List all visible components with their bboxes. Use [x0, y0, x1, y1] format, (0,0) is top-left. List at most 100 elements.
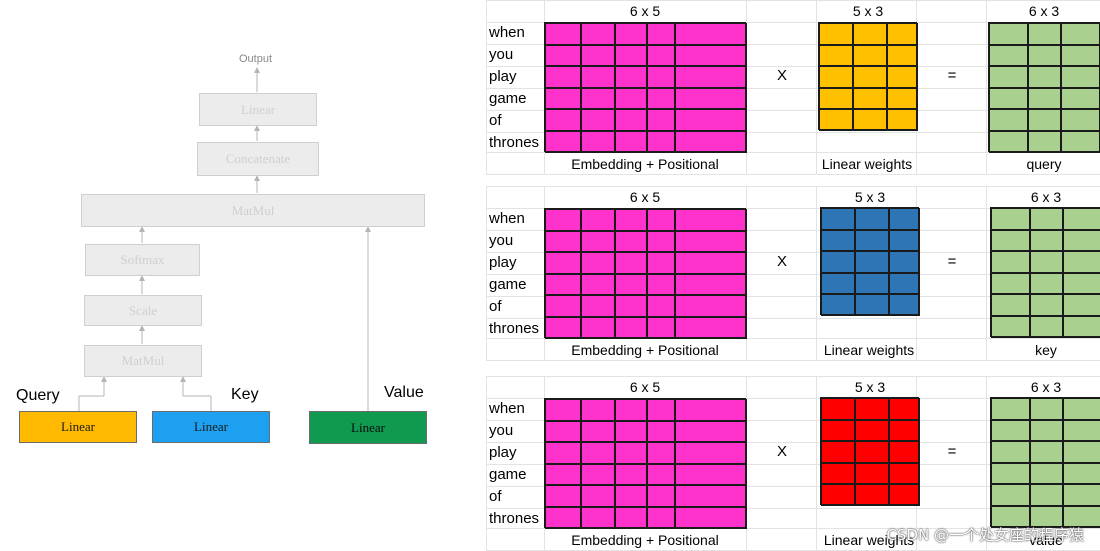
token-word: play [489, 254, 517, 271]
grid-line [486, 152, 1100, 153]
grid-line [486, 360, 1100, 361]
matrix-cell [581, 317, 615, 339]
matrix-cell [581, 131, 615, 153]
matrix-cell [581, 230, 615, 253]
attention-diagram: Output Linear Concatenate MatMul Softmax… [0, 0, 460, 551]
matrix-cell [1063, 419, 1100, 442]
matrix-cell [989, 131, 1028, 153]
matrix-cell [545, 485, 581, 507]
matrix-cell [1061, 66, 1100, 88]
output-label: Output [239, 53, 273, 65]
matrix-cell [545, 109, 581, 131]
matrix-cell [855, 419, 889, 442]
equals-sign: = [947, 443, 957, 460]
grid-line [816, 186, 817, 360]
matrix-cell [1028, 131, 1061, 153]
matrix-cell [819, 66, 853, 88]
matrix-cell [1030, 294, 1063, 316]
weight-caption: Linear weights [823, 532, 915, 548]
matrix-cell [615, 131, 647, 153]
matrix-cell [991, 506, 1030, 528]
matrix-cell [545, 209, 581, 231]
matrix-cell [581, 23, 615, 45]
scale-block: Scale [84, 295, 202, 326]
matrix-cell [821, 294, 855, 316]
matrix-cell [615, 252, 647, 274]
token-word: when [489, 210, 525, 227]
grid-line [486, 252, 1100, 253]
matrix-cell [545, 66, 581, 88]
matrix-cell [581, 463, 615, 486]
matrix-cell [819, 109, 853, 131]
matrix-cell [821, 484, 855, 506]
matrix-cell [991, 251, 1030, 273]
weight-dim-label: 5 x 3 [852, 3, 884, 19]
matrix-cell [855, 398, 889, 420]
matrix-cell [647, 109, 675, 131]
matrix-cell [1061, 87, 1100, 110]
grid-line [816, 0, 817, 174]
matrix-cell [615, 507, 647, 529]
matrix-cell [821, 272, 855, 295]
matrix-cell [647, 252, 675, 274]
matrix-cell [675, 109, 747, 131]
matrix-cell [581, 507, 615, 529]
grid-line [486, 528, 1100, 529]
token-word: you [489, 422, 514, 439]
token-word: you [489, 232, 514, 249]
matrix-cell [855, 251, 889, 273]
matrix-cell [989, 109, 1028, 131]
matrix-cell [1030, 208, 1063, 230]
matrix-cell [675, 44, 747, 67]
result-matrix [988, 22, 1100, 153]
grid-line [486, 486, 1100, 487]
grid-line [486, 186, 1100, 187]
result-caption: key [1035, 342, 1057, 358]
token-word: when [489, 400, 525, 417]
grid-line [486, 338, 1100, 339]
matrix-cell [1063, 398, 1100, 420]
matrix-cell [647, 317, 675, 339]
matrix-cell [647, 420, 675, 443]
softmax-block: Softmax [85, 244, 200, 276]
result-dim-label: 6 x 3 [1030, 379, 1062, 395]
matrix-cell [615, 87, 647, 110]
grid-line [486, 174, 1100, 175]
matrix-cell [855, 208, 889, 230]
token-word: when [489, 24, 525, 41]
matrix-cell [545, 273, 581, 296]
matrix-cell [581, 109, 615, 131]
grid-line [486, 376, 1100, 377]
matrix-cell [855, 441, 889, 463]
matrix-cell [615, 317, 647, 339]
matrix-cell [675, 463, 747, 486]
input-caption: Embedding + Positional [571, 532, 719, 548]
matrix-cell [581, 209, 615, 231]
grid-line [486, 132, 1100, 133]
grid-line [486, 22, 1100, 23]
matrix-cell [647, 131, 675, 153]
matrix-cell [675, 87, 747, 110]
matrix-cell [545, 87, 581, 110]
matrix-cell [821, 462, 855, 485]
token-word: of [489, 298, 502, 315]
grid-line [486, 44, 1100, 45]
matrix-cell [1061, 131, 1100, 153]
matrix-cell [675, 317, 747, 339]
matrix-cell [615, 23, 647, 45]
weight-dim-label: 5 x 3 [854, 379, 886, 395]
grid-line [486, 110, 1100, 111]
matrix-cell [581, 44, 615, 67]
matrix-cell [989, 87, 1028, 110]
multiply-sign: X [776, 253, 787, 270]
input-caption: Embedding + Positional [571, 156, 719, 172]
grid-line [486, 0, 1100, 1]
flow-arrows [78, 67, 371, 411]
matrix-cell [889, 398, 920, 420]
matrix-cell [647, 23, 675, 45]
matmul-top-block: MatMul [81, 194, 425, 227]
result-dim-label: 6 x 3 [1030, 189, 1062, 205]
grid-line [486, 208, 1100, 209]
weight-matrix [818, 22, 918, 131]
